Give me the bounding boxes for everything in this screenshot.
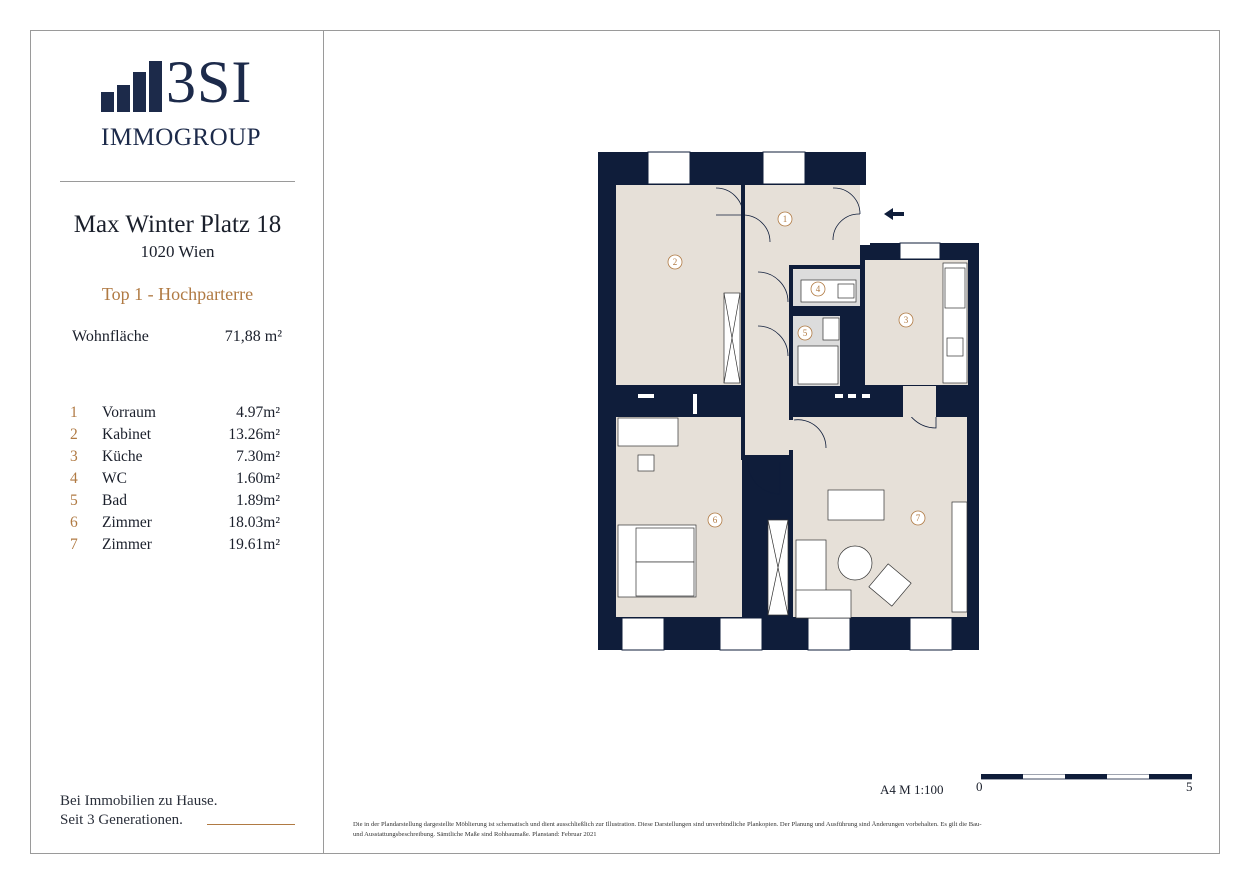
address-city: 1020 Wien [140, 242, 215, 261]
scale-bar [981, 774, 1192, 780]
room-number: 7 [70, 536, 78, 553]
list-item: 1 Vorraum 4.97m² [68, 404, 288, 426]
room-label-4: 4 [816, 284, 821, 294]
slogan-underline [207, 824, 295, 825]
slogan-line-2: Seit 3 Generationen. [60, 812, 183, 828]
entrance [860, 185, 870, 245]
arrow-left-icon [884, 208, 904, 220]
room-name: Zimmer [102, 536, 152, 553]
scale-end: 5 [1186, 779, 1193, 794]
room-name: Vorraum [102, 404, 156, 421]
room-area: 4.97m² [236, 404, 280, 421]
unit-title: Top 1 - Hochparterre [101, 284, 254, 304]
room-area: 7.30m² [236, 448, 280, 465]
room-number: 5 [70, 492, 78, 509]
floor-plan: 1 2 3 4 5 6 7 [598, 151, 979, 651]
scale-start: 0 [976, 779, 983, 794]
list-item: 5 Bad 1.89m² [68, 492, 288, 514]
room-number: 6 [70, 514, 78, 531]
brand-name: 3SI [166, 49, 253, 115]
list-item: 4 WC 1.60m² [68, 470, 288, 492]
room-number: 4 [70, 470, 78, 487]
windows [621, 151, 953, 651]
room-number: 3 [70, 448, 78, 465]
list-item: 2 Kabinet 13.26m² [68, 426, 288, 448]
page-frame [30, 30, 1220, 854]
slogan-line-1: Bei Immobilien zu Hause. [60, 793, 218, 809]
room-name: WC [102, 470, 127, 487]
logo-bars-icon [101, 61, 162, 112]
room-label-1: 1 [783, 214, 788, 224]
furniture [617, 262, 968, 619]
wall-openings [638, 386, 936, 450]
room-name: Zimmer [102, 514, 152, 531]
slogan: Bei Immobilien zu Hause. Seit 3 Generati… [60, 792, 217, 830]
disclaimer: Die in der Plandarstellung dargestellte … [353, 821, 982, 838]
divider [60, 181, 295, 182]
room-area: 19.61m² [228, 536, 280, 553]
room-name: Bad [102, 492, 127, 509]
living-area-label: Wohnfläche [72, 328, 149, 345]
partition-walls [616, 185, 967, 460]
room-name: Kabinet [102, 426, 152, 443]
brand-subtitle: IMMOGROUP [101, 124, 262, 151]
room-label-3: 3 [904, 315, 909, 325]
list-item: 3 Küche 7.30m² [68, 448, 288, 470]
address-street: Max Winter Platz 18 [73, 211, 282, 238]
scale-label: A4 M 1:100 [880, 782, 944, 797]
living-area-value: 71,88 m² [224, 328, 282, 345]
room-list: 1 Vorraum 4.97m² 2 Kabinet 13.26m² 3 Küche 7.3… [68, 404, 288, 558]
room-label-6: 6 [713, 515, 718, 525]
room-area: 18.03m² [228, 514, 280, 531]
room-area: 1.60m² [236, 470, 280, 487]
room-labels [667, 211, 926, 528]
room-area: 13.26m² [228, 426, 280, 443]
room-number: 1 [70, 404, 78, 421]
room-label-5: 5 [803, 328, 808, 338]
room-area: 1.89m² [236, 492, 280, 509]
room-label-7: 7 [916, 513, 921, 523]
room-number: 2 [70, 426, 78, 443]
room-name: Küche [102, 448, 143, 465]
room-label-2: 2 [673, 257, 678, 267]
column-divider [323, 30, 324, 854]
list-item: 7 Zimmer 19.61m² [68, 536, 288, 558]
list-item: 6 Zimmer 18.03m² [68, 514, 288, 536]
